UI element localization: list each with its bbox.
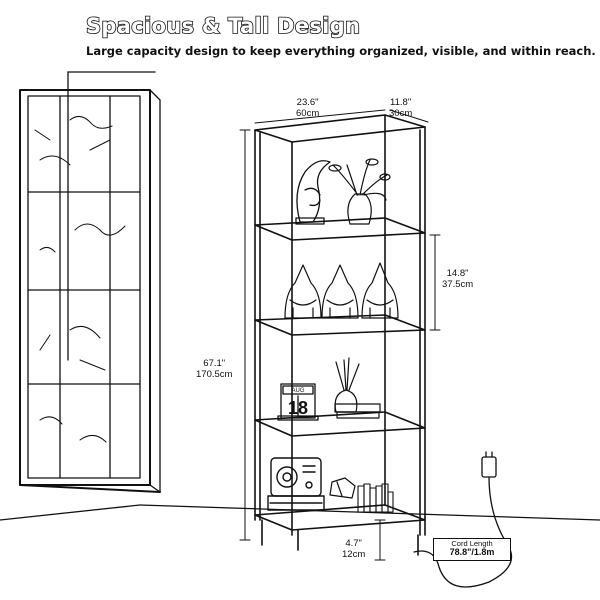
rock-decor <box>329 477 356 499</box>
height-inches: 67.1" <box>203 358 226 369</box>
page-subtitle: Large capacity design to keep everything… <box>86 44 596 58</box>
width-cm: 60cm <box>296 108 320 119</box>
height-cm: 170.5cm <box>196 369 233 380</box>
dimension-lines <box>239 109 441 561</box>
shelf-spacing-dimension: 14.8" 37.5cm <box>442 268 473 290</box>
cord-length-label: Cord Length <box>451 539 493 548</box>
width-inches: 23.6" <box>296 97 319 108</box>
shelf-spacing-cm: 37.5cm <box>442 279 474 290</box>
gnome-figurines <box>284 262 399 319</box>
reed-diffuser <box>334 357 381 419</box>
vase-plant <box>328 158 391 225</box>
shelf-unit <box>254 114 426 556</box>
flip-calendar <box>277 383 319 421</box>
page-title: Spacious & Tall Design <box>85 13 361 39</box>
horse-sculpture <box>295 160 331 225</box>
radio <box>267 457 325 511</box>
depth-cm: 30cm <box>389 108 413 119</box>
power-adapter-icon <box>413 451 513 588</box>
shelf-spacing-inches: 14.8" <box>446 268 469 279</box>
height-dimension: 67.1" 170.5cm <box>196 358 232 380</box>
depth-inches: 11.8" <box>390 97 412 108</box>
clearance-cm: 12cm <box>342 549 366 560</box>
clearance-inches: 4.7" <box>345 538 362 549</box>
cord-length-box: Cord Length 78.8"/1.8m <box>433 538 511 561</box>
bottom-clearance-dimension: 4.7" 12cm <box>342 538 365 560</box>
calendar-digits: 18 <box>288 398 308 418</box>
calendar-month: AUG <box>291 388 304 394</box>
floor-line <box>0 504 141 521</box>
books <box>357 483 394 513</box>
depth-dimension: 11.8" 30cm <box>389 97 412 119</box>
cord-length-value: 78.8"/1.8m <box>449 547 495 557</box>
width-dimension: 23.6" 60cm <box>296 97 319 119</box>
window <box>19 89 161 493</box>
